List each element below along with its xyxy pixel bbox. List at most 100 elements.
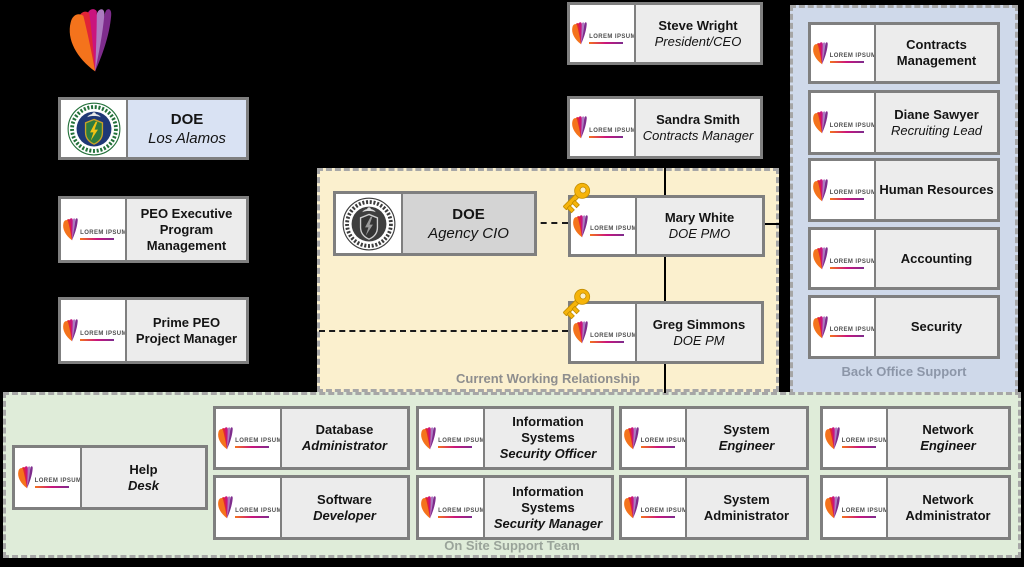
lorem-ipsum-tagline-bar	[829, 130, 864, 133]
org-box-line: Steve Wright	[658, 17, 738, 33]
lorem-ipsum-tagline-bar	[841, 446, 876, 448]
connector-steve-to-sandra	[664, 64, 666, 97]
company-flame-logo	[58, 2, 112, 80]
org-box-line: System	[723, 491, 770, 507]
lorem-ipsum-tagline-bar	[80, 237, 115, 240]
lorem-ipsum-logo-icon: LOREM IPSUM	[811, 93, 876, 152]
lorem-ipsum-brand-text: LOREM IPSUM	[235, 507, 282, 514]
lorem-ipsum-tagline-bar	[589, 41, 624, 44]
lorem-ipsum-tagline-bar	[438, 515, 473, 518]
org-box-line: Program	[159, 221, 214, 237]
lorem-ipsum-tagline-bar	[438, 446, 473, 448]
org-box-line: Security	[910, 319, 963, 334]
lorem-ipsum-tagline-bar	[590, 340, 625, 343]
lorem-ipsum-tagline-bar	[80, 338, 115, 341]
org-box-line: Project Manager	[135, 330, 238, 346]
org-box-text: Accounting	[876, 230, 997, 287]
org-box-line: Prime PEO	[152, 314, 221, 330]
lorem-ipsum-tagline-bar	[829, 61, 864, 63]
lorem-ipsum-logo-icon: LOREM IPSUM	[571, 198, 637, 254]
panel-label-back-office-support: Back Office Support	[841, 364, 967, 379]
lorem-ipsum-tagline-bar	[590, 234, 625, 236]
connector-peo-to-prime	[151, 261, 153, 298]
lorem-ipsum-brand-text: LOREM IPSUM	[590, 226, 637, 232]
lorem-ipsum-logo-icon: LOREM IPSUM	[811, 230, 876, 287]
doe-seal-icon	[61, 100, 128, 157]
lorem-ipsum-tagline-bar	[829, 335, 864, 337]
org-box-line: Agency CIO	[428, 224, 509, 242]
lorem-ipsum-brand-text: LOREM IPSUM	[235, 438, 282, 444]
lorem-ipsum-brand-text: LOREM IPSUM	[589, 127, 636, 134]
org-box-line: Engineer	[718, 438, 775, 453]
org-box-line: Los Alamos	[148, 129, 226, 147]
org-box-line: Information	[512, 414, 584, 429]
org-box-line: Security Manager	[493, 515, 603, 531]
lorem-ipsum-logo-icon: LOREM IPSUM	[15, 448, 82, 507]
lorem-ipsum-brand-text: LOREM IPSUM	[841, 507, 888, 514]
connector-doe-to-peo	[151, 159, 153, 197]
connector-dashed-cio-to-mary	[530, 222, 568, 224]
lorem-ipsum-tagline-bar	[34, 485, 69, 488]
connector-mary-to-backoffice	[763, 223, 790, 225]
org-box-line: Diane Sawyer	[894, 106, 979, 122]
lorem-ipsum-brand-text: LOREM IPSUM	[438, 438, 485, 444]
org-box-line: Network	[922, 422, 974, 437]
connector-sandra-to-mary	[664, 158, 666, 196]
key-icon	[557, 284, 595, 322]
lorem-ipsum-brand-text: LOREM IPSUM	[590, 332, 637, 339]
panel-label-current-working-relationship: Current Working Relationship	[456, 371, 640, 386]
lorem-ipsum-logo-icon: LOREM IPSUM	[571, 304, 637, 361]
key-icon	[557, 178, 595, 216]
lorem-ipsum-logo-icon: LOREM IPSUM	[570, 5, 636, 62]
org-box-line: System	[723, 422, 770, 437]
org-box-text: Human Resources	[876, 161, 997, 219]
org-box-line: Administrator	[905, 507, 991, 523]
lorem-ipsum-brand-text: LOREM IPSUM	[34, 477, 82, 484]
lorem-ipsum-brand-text: LOREM IPSUM	[829, 53, 876, 59]
lorem-ipsum-logo-icon: LOREM IPSUM	[216, 478, 282, 537]
org-box-line: Management	[896, 53, 977, 68]
org-box-line: Human Resources	[879, 182, 994, 197]
lorem-ipsum-logo-icon: LOREM IPSUM	[419, 478, 485, 537]
org-box-line: Information	[512, 483, 584, 499]
org-box-line: Greg Simmons	[652, 316, 746, 332]
lorem-ipsum-logo-icon: LOREM IPSUM	[811, 25, 876, 81]
org-box-line: Mary White	[664, 210, 735, 225]
panel-label-on-site-support-team: On Site Support Team	[444, 538, 580, 553]
org-box-line: President/CEO	[654, 33, 742, 49]
org-box-line: DOE	[452, 205, 485, 223]
lorem-ipsum-logo-icon: LOREM IPSUM	[811, 161, 876, 219]
org-box-line: Desk	[127, 477, 160, 493]
connector-mary-to-greg	[664, 256, 666, 302]
lorem-ipsum-brand-text: LOREM IPSUM	[80, 229, 127, 236]
connector-prime-stub	[249, 330, 260, 332]
lorem-ipsum-brand-text: LOREM IPSUM	[829, 190, 876, 196]
lorem-ipsum-logo-icon: LOREM IPSUM	[622, 409, 687, 467]
lorem-ipsum-logo-icon: LOREM IPSUM	[823, 409, 888, 467]
doe-seal-dark-icon	[336, 194, 403, 253]
org-box-line: Security Officer	[499, 446, 597, 461]
org-box-text: Security	[876, 298, 997, 356]
lorem-ipsum-brand-text: LOREM IPSUM	[589, 33, 636, 40]
